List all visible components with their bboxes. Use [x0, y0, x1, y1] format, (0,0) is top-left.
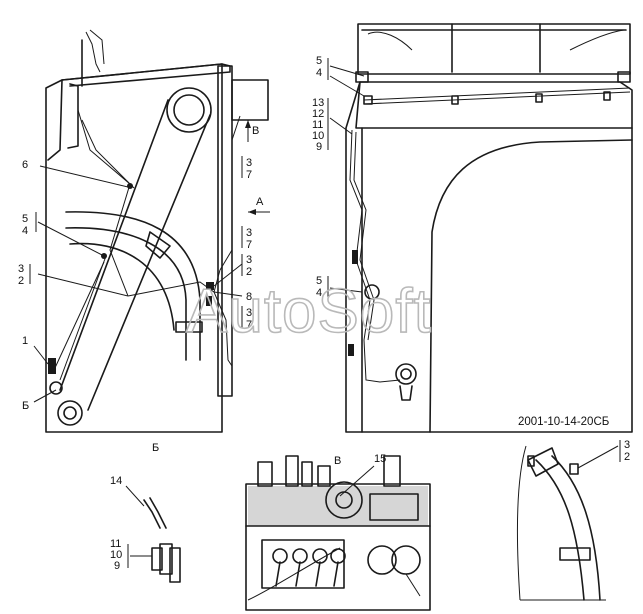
callout-2-right: 2: [246, 266, 252, 278]
callout-10: 10: [312, 130, 324, 142]
callout-4: 4: [22, 225, 28, 237]
drawing-code: 2001-10-14-20СБ: [518, 416, 609, 428]
callout-5: 5: [22, 213, 28, 225]
detail-b: [125, 485, 181, 583]
callout-3-bottom: 3: [246, 307, 252, 319]
callout-2: 2: [18, 275, 24, 287]
callout-7-mid: 7: [246, 239, 252, 251]
callout-15: 15: [374, 453, 386, 465]
callout-5-bottom: 5: [316, 275, 322, 287]
callout-14: 14: [110, 475, 122, 487]
callout-11: 11: [312, 119, 323, 131]
callout-3: 3: [18, 263, 24, 275]
callout-11-b: 11: [110, 538, 121, 550]
callout-8: 8: [246, 291, 252, 303]
callout-3-top: 3: [246, 157, 252, 169]
callout-9-b: 9: [114, 560, 120, 572]
callout-mark-b: Б: [22, 400, 29, 412]
callout-9: 9: [316, 141, 322, 153]
detail-right: [517, 440, 621, 601]
callout-3-right: 3: [246, 254, 252, 266]
callout-5-top: 5: [316, 55, 322, 67]
arrow-a-label: А: [256, 196, 264, 208]
callout-7-top: 7: [246, 169, 252, 181]
callout-1: 1: [22, 335, 28, 347]
callout-4-bottom: 4: [316, 287, 322, 299]
callout-12: 12: [312, 108, 324, 120]
callout-13: 13: [312, 97, 324, 109]
callout-6: 6: [22, 159, 28, 171]
detail-v-title: В: [334, 455, 341, 467]
watermark: AutoSoft: [186, 277, 432, 346]
left-view: [29, 29, 270, 433]
callout-2-detail: 2: [624, 451, 630, 463]
detail-b-title: Б: [152, 442, 159, 454]
arrow-v-label: В: [252, 125, 259, 137]
right-view: [327, 23, 633, 433]
callout-4-top: 4: [316, 67, 322, 79]
callout-10-b: 10: [110, 549, 122, 561]
callout-7-bottom: 7: [246, 319, 252, 331]
detail-v: [245, 455, 431, 611]
callout-3-mid: 3: [246, 227, 252, 239]
callout-3-detail: 3: [624, 439, 630, 451]
